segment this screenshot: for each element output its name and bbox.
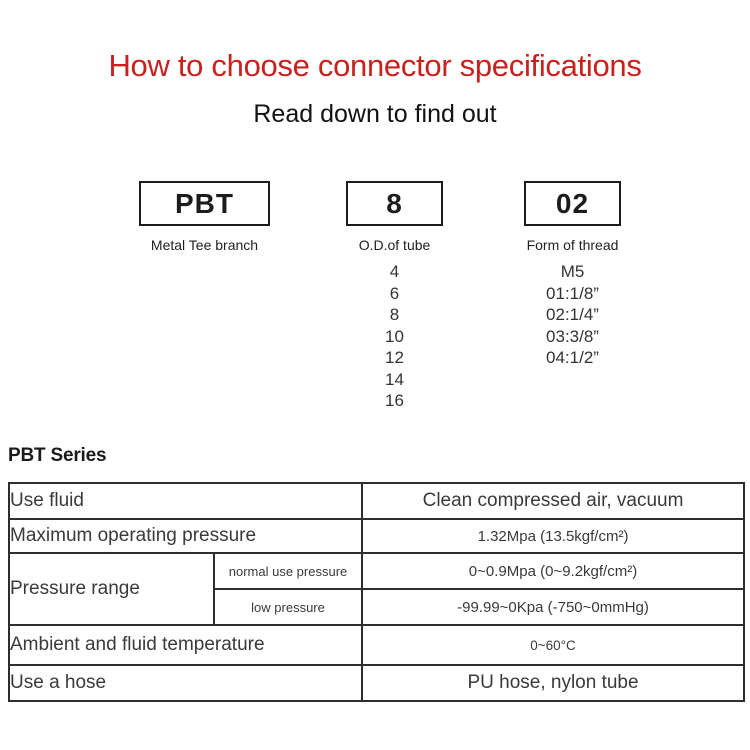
label-series: Metal Tee branch	[150, 237, 259, 253]
spec-label-hose: Use a hose	[7, 664, 364, 702]
tube-od-option: 4	[389, 262, 400, 281]
spec-label-max-pressure: Maximum operating pressure	[7, 518, 364, 554]
tube-od-option: 16	[385, 391, 404, 410]
spec-sublabel-low-pressure: low pressure	[212, 588, 364, 626]
spec-value-temperature: 0~60°C	[361, 624, 746, 666]
code-box-tube-od: 8	[346, 181, 443, 226]
spec-value-max-pressure: 1.32Mpa (13.5kgf/cm²)	[361, 518, 746, 554]
thread-option: 03:3/8”	[546, 326, 599, 346]
label-tube-od: O.D.of tube	[358, 237, 431, 253]
tube-od-option: 10	[385, 326, 404, 346]
thread-option: 02:1/4”	[546, 305, 599, 324]
tube-od-options-list: 4 6 8 10 12 14 16	[334, 261, 455, 412]
table-row: Use fluid Clean compressed air, vacuum	[7, 482, 746, 520]
page-subtitle: Read down to find out	[253, 100, 497, 128]
code-box-thread: 02	[524, 181, 621, 226]
tube-od-option: 6	[389, 283, 400, 303]
spec-label-use-fluid: Use fluid	[7, 482, 364, 520]
table-row: Pressure range normal use pressure 0~0.9…	[8, 552, 746, 626]
spec-value-low-pressure: -99.99~0Kpa (-750~0mmHg)	[361, 588, 746, 626]
thread-option: 04:1/2”	[546, 348, 599, 367]
page-title: How to choose connector specifications	[108, 48, 642, 83]
tube-od-option: 14	[385, 369, 404, 389]
spec-table: Use fluid Clean compressed air, vacuum M…	[7, 482, 746, 702]
spec-value-normal-pressure: 0~0.9Mpa (0~9.2kgf/cm²)	[361, 552, 746, 590]
spec-value-hose: PU hose, nylon tube	[361, 664, 746, 702]
thread-option: 01:1/8”	[546, 283, 599, 303]
table-row: Maximum operating pressure 1.32Mpa (13.5…	[7, 518, 746, 554]
spec-value-use-fluid: Clean compressed air, vacuum	[361, 482, 746, 520]
spec-label-pressure-range: Pressure range	[8, 552, 215, 626]
series-heading: PBT Series	[8, 445, 107, 466]
thread-option: M5	[560, 262, 585, 281]
table-row: Ambient and fluid temperature 0~60°C	[7, 624, 746, 666]
code-box-series-text: PBT	[175, 187, 234, 219]
tube-od-option: 12	[385, 348, 404, 367]
spec-label-temperature: Ambient and fluid temperature	[7, 624, 364, 666]
thread-options-list: M5 01:1/8” 02:1/4” 03:3/8” 04:1/2”	[512, 261, 633, 369]
code-box-thread-text: 02	[555, 187, 590, 219]
code-box-tube-od-text: 8	[386, 187, 403, 219]
label-thread: Form of thread	[526, 237, 619, 253]
tube-od-option: 8	[389, 305, 400, 324]
code-box-series: PBT	[139, 181, 270, 226]
spec-sublabel-normal-pressure: normal use pressure	[212, 552, 364, 590]
table-row: Use a hose PU hose, nylon tube	[7, 664, 746, 702]
table-row: low pressure -99.99~0Kpa (-750~0mmHg)	[9, 588, 746, 626]
